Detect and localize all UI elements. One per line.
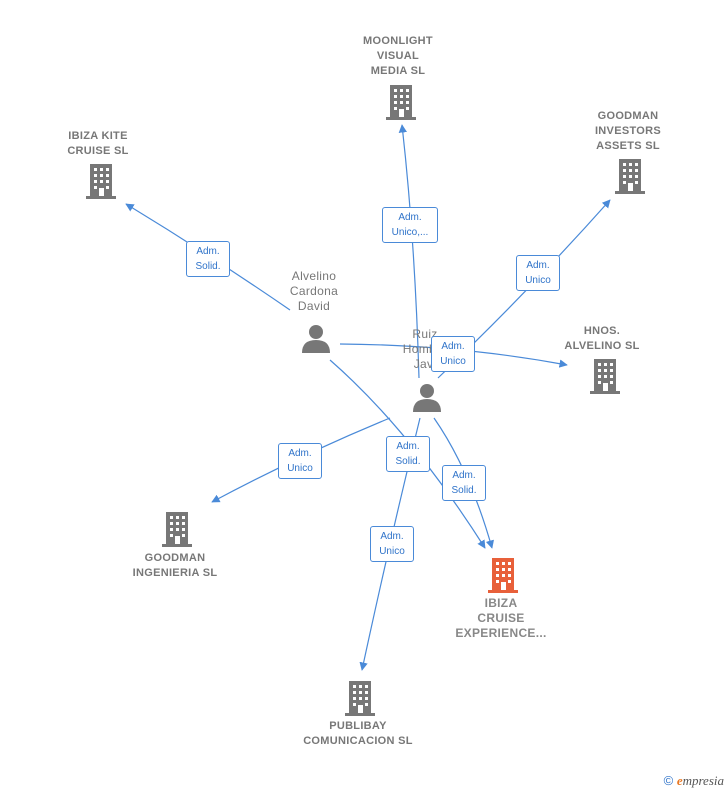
building-icon[interactable] bbox=[85, 163, 117, 199]
node-label-goodman-investors[interactable]: GOODMAN INVESTORS ASSETS SL bbox=[594, 110, 662, 152]
edge-label-adm-solid: Adm. Solid. bbox=[386, 436, 430, 472]
footer-brand: © empresia bbox=[664, 773, 724, 789]
node-label-goodman-ingenieria[interactable]: GOODMAN INGENIERIA SL bbox=[132, 552, 218, 579]
edge-label-adm-unico: Adm. Unico bbox=[431, 336, 475, 372]
node-label-ibiza-kite[interactable]: IBIZA KITE CRUISE SL bbox=[67, 130, 129, 157]
building-icon[interactable] bbox=[344, 680, 376, 716]
edge-label-adm-unico: Adm. Unico bbox=[516, 255, 560, 291]
node-label-hnos-alvelino[interactable]: HNOS. ALVELINO SL bbox=[564, 325, 640, 352]
edge-label-adm-solid: Adm. Solid. bbox=[186, 241, 230, 277]
node-label-moonlight[interactable]: MOONLIGHT VISUAL MEDIA SL bbox=[363, 35, 433, 77]
node-label-alvelino[interactable]: Alvelino Cardona David bbox=[289, 269, 339, 313]
building-icon[interactable] bbox=[589, 358, 621, 394]
building-icon[interactable] bbox=[614, 158, 646, 194]
building-highlight-icon[interactable] bbox=[487, 557, 519, 593]
edge-label-adm-solid: Adm. Solid. bbox=[442, 465, 486, 501]
edge-label-adm-unico: Adm. Unico bbox=[370, 526, 414, 562]
node-label-ibiza-cruise[interactable]: IBIZA CRUISE EXPERIENCE... bbox=[455, 596, 547, 640]
brand-logo[interactable]: empresia bbox=[676, 773, 724, 788]
person-icon[interactable] bbox=[412, 382, 442, 412]
copyright-icon: © bbox=[663, 773, 674, 788]
person-icon[interactable] bbox=[301, 323, 331, 353]
edge-label-adm-unico: Adm. Unico bbox=[278, 443, 322, 479]
building-icon[interactable] bbox=[385, 84, 417, 120]
edge-ruiz-moonlight bbox=[398, 124, 420, 379]
building-icon[interactable] bbox=[161, 511, 193, 547]
edge-label-adm-unico: Adm. Unico,... bbox=[382, 207, 438, 243]
node-label-publibay[interactable]: PUBLIBAY COMUNICACION SL bbox=[303, 720, 413, 747]
